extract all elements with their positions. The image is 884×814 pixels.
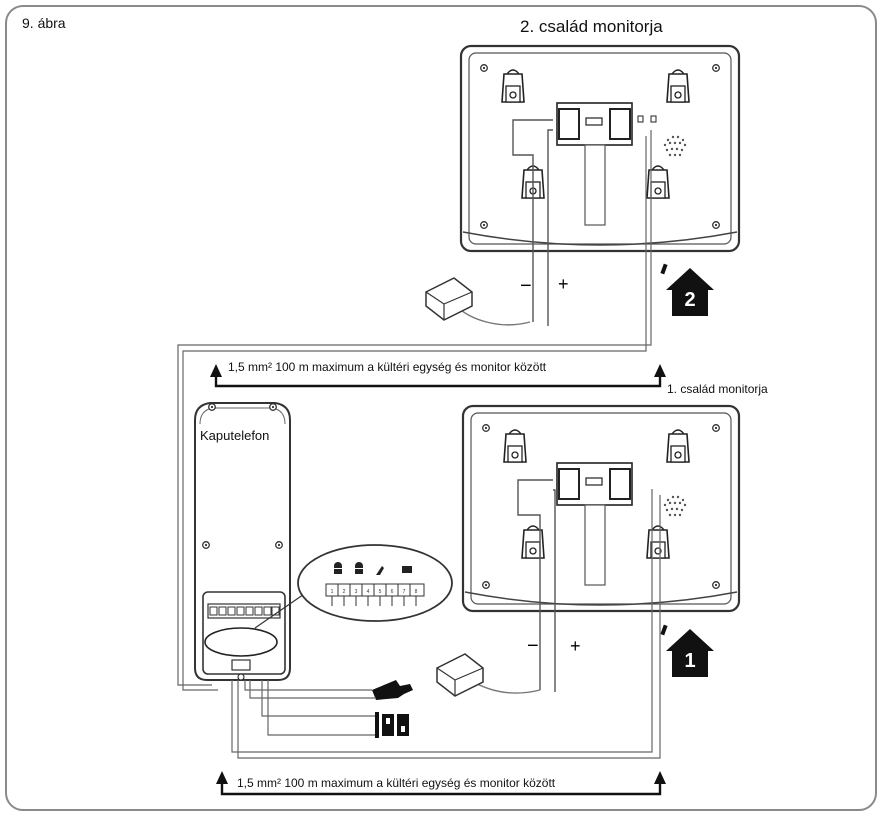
monitor-2-plus: + bbox=[558, 274, 569, 294]
monitor-2-minus: − bbox=[520, 275, 532, 297]
zoom-num: 4 bbox=[367, 589, 370, 595]
zoom-num: 2 bbox=[343, 589, 346, 595]
door-station bbox=[194, 402, 291, 681]
zoom-num: 5 bbox=[379, 589, 382, 595]
house-2-number: 2 bbox=[684, 289, 695, 311]
cable-arrow-bottom bbox=[216, 771, 666, 796]
zoom-num: 1 bbox=[331, 589, 334, 595]
zoom-num: 7 bbox=[403, 589, 406, 595]
monitor-1-plus: + bbox=[570, 636, 581, 656]
electric-lock-icon bbox=[372, 680, 413, 700]
zoom-num: 8 bbox=[415, 589, 418, 595]
figure-label: 9. ábra bbox=[22, 15, 66, 31]
monitor-2 bbox=[459, 44, 741, 253]
door-station-title: Kaputelefon bbox=[200, 428, 270, 443]
zoom-num: 3 bbox=[355, 589, 358, 595]
monitor-1-title: 1. család monitorja bbox=[667, 382, 768, 396]
zoom-num: 6 bbox=[391, 589, 394, 595]
cable-runs bbox=[177, 130, 661, 759]
figure-frame bbox=[5, 5, 877, 811]
house-1-number: 1 bbox=[684, 650, 695, 672]
gate-opener-icon bbox=[375, 712, 409, 738]
terminal-zoom-bubble: 1 2 3 4 5 6 7 8 bbox=[254, 544, 453, 629]
power-adapter-icon bbox=[436, 653, 484, 697]
monitor-2-title: 2. család monitorja bbox=[520, 17, 663, 36]
cable-arrow-top bbox=[210, 364, 666, 388]
monitor-1-minus: − bbox=[527, 635, 539, 657]
cable-note-bottom: 1,5 mm² 100 m maximum a kültéri egység é… bbox=[237, 776, 556, 790]
monitor-1 bbox=[461, 404, 741, 613]
cable-note-top: 1,5 mm² 100 m maximum a kültéri egység é… bbox=[228, 360, 547, 374]
terminal-symbols bbox=[334, 562, 412, 575]
